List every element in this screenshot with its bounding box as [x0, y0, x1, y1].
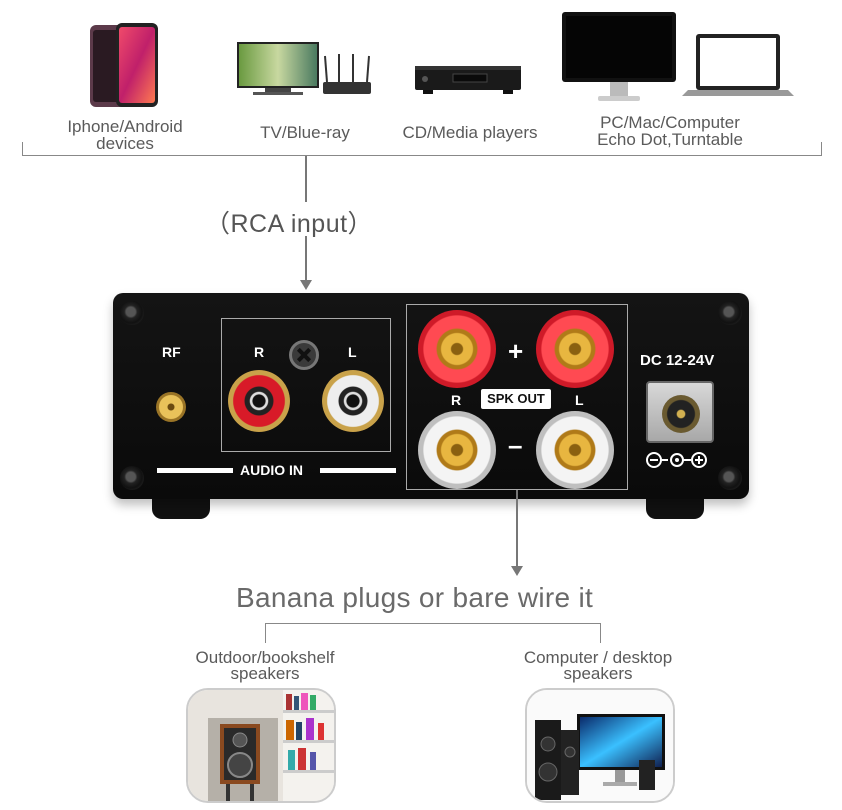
screw-icon	[120, 301, 144, 325]
desktop-speaker-photo	[525, 688, 675, 803]
tv-router-icon	[237, 42, 371, 95]
dc-polarity-icon	[646, 452, 707, 468]
rca-jack-right-red	[228, 370, 290, 432]
spk-out-box	[406, 304, 628, 490]
screw-icon	[718, 301, 742, 325]
bookshelf-speaker-photo	[186, 688, 336, 803]
output-arrow	[511, 566, 523, 576]
output-line	[516, 490, 518, 570]
spk-left-label: L	[575, 392, 584, 408]
audio-in-label: AUDIO IN	[240, 462, 303, 478]
amp-foot-right	[646, 499, 704, 519]
output-label: Banana plugs or bare wire it	[236, 582, 594, 613]
amp-foot-left	[152, 499, 210, 519]
rca-input-arrow	[300, 280, 312, 290]
rf-antenna-connector	[156, 392, 186, 422]
sources-bracket	[22, 142, 822, 156]
audio-in-bar-right	[320, 468, 396, 473]
media-player-icon	[415, 66, 521, 94]
left-channel-label: L	[348, 344, 357, 360]
plus-sign: +	[508, 336, 524, 366]
source-label-tv: TV/Blue-ray	[260, 123, 350, 142]
audio-in-bar-left	[157, 468, 233, 473]
dc-voltage-label: DC 12-24V	[640, 352, 715, 369]
audio-in-box	[221, 318, 391, 452]
speaker-post-left-negative	[536, 411, 614, 489]
speaker-post-right-negative	[418, 411, 496, 489]
volume-knob-icon	[289, 340, 319, 370]
computer-laptop-icon	[562, 12, 794, 101]
spk-right-label: R	[451, 392, 462, 408]
rca-jack-left-white	[322, 370, 384, 432]
rca-input-line-bottom	[305, 236, 307, 282]
rf-label: RF	[162, 344, 181, 360]
screw-icon	[120, 466, 144, 490]
minus-sign: –	[508, 430, 523, 460]
right-channel-label: R	[254, 344, 265, 360]
speaker-post-left-positive	[536, 310, 614, 388]
rca-input-label: （RCA input）	[205, 210, 374, 238]
screw-icon	[718, 466, 742, 490]
spk-out-label: SPK OUT	[481, 389, 551, 409]
source-label-cd: CD/Media players	[402, 123, 538, 142]
rca-input-line-top	[305, 156, 307, 202]
outputs-bracket	[265, 623, 601, 643]
speaker-post-right-positive	[418, 310, 496, 388]
dc-power-jack	[646, 381, 714, 443]
smartphone-icon	[90, 23, 158, 107]
